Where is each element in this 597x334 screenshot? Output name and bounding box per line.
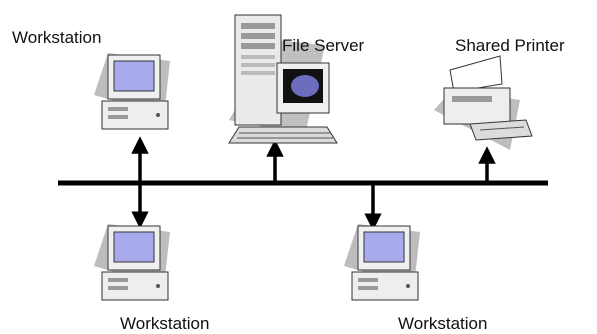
workstation-bottom-left-label: Workstation: [120, 314, 210, 333]
tower-server-icon: [228, 14, 338, 144]
printer-icon: [434, 55, 533, 150]
workstation-top-left-label: Workstation: [12, 28, 102, 47]
workstation-computer-icon: [94, 53, 170, 130]
workstation-computer-icon: [344, 224, 420, 301]
workstation-computer-icon: [94, 224, 170, 301]
workstation-bottom-right-label: Workstation: [398, 314, 488, 333]
shared-printer-label: Shared Printer: [455, 36, 565, 55]
file-server-label: File Server: [282, 36, 365, 55]
